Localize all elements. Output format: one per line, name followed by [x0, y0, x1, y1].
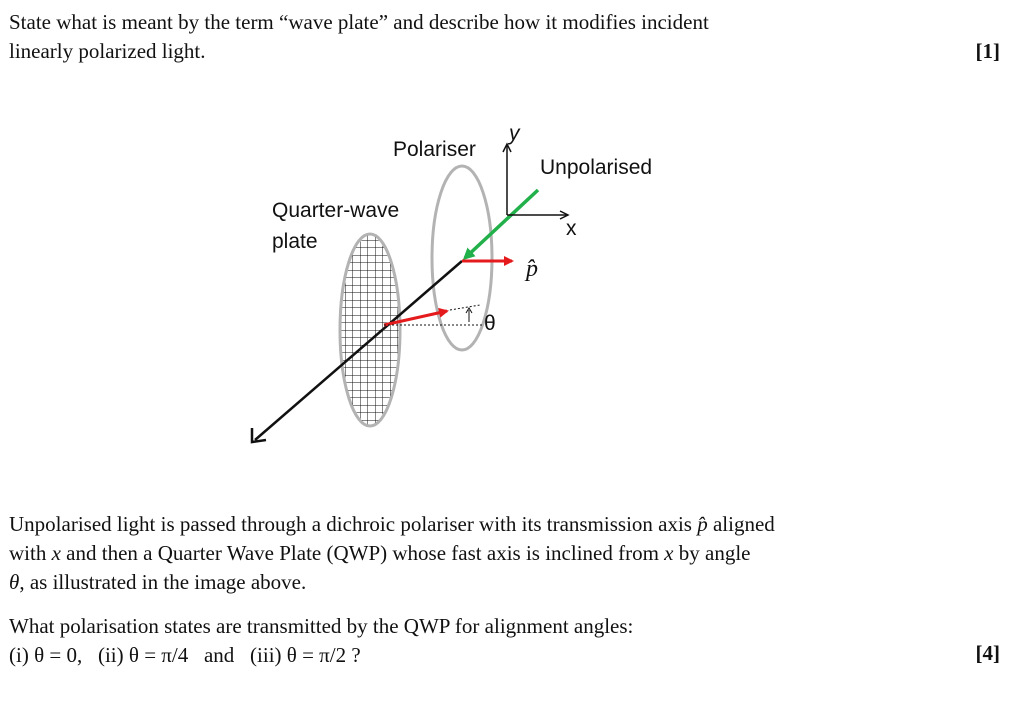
description-line-1-start: Unpolarised light is passed through a di…	[9, 512, 698, 536]
question-2-line-2: (i) θ = 0, (ii) θ = π/4 and (iii) θ = π/…	[9, 643, 361, 667]
question-1-line-2: linearly polarized light.	[9, 39, 206, 63]
description-line-1-end: aligned	[707, 512, 775, 536]
beam-line	[254, 260, 463, 441]
question-1-line-1: State what is meant by the term “wave pl…	[9, 10, 709, 34]
description-text: Unpolarised light is passed through a di…	[9, 510, 929, 597]
question-1-marks: [1]	[975, 39, 1001, 63]
question-1-text: State what is meant by the term “wave pl…	[9, 8, 929, 66]
unpolarised-ray	[462, 188, 540, 261]
label-x-axis: x	[566, 217, 577, 240]
label-plate: plate	[272, 230, 318, 253]
label-quarter-wave: Quarter-wave	[272, 199, 399, 222]
x-symbol-2: x	[664, 541, 674, 565]
description-line-2-middle: and then a Quarter Wave Plate (QWP) whos…	[60, 541, 665, 565]
description-line-3: , as illustrated in the image above.	[19, 570, 307, 594]
p-hat-symbol: p̂	[697, 512, 708, 536]
description-line-2-end: by angle	[673, 541, 751, 565]
quarter-wave-plate	[338, 232, 402, 428]
question-2-line-1: What polarisation states are transmitted…	[9, 614, 634, 638]
x-axis-arrow-icon	[559, 210, 570, 220]
y-axis-arrow-icon	[502, 142, 512, 153]
x-symbol: x	[51, 541, 61, 565]
label-theta: θ	[484, 312, 496, 335]
fast-axis-arrow	[383, 307, 449, 327]
label-unpolarised: Unpolarised	[540, 156, 652, 179]
polariser-ring	[430, 164, 494, 352]
description-line-2-start: with	[9, 541, 52, 565]
label-polariser: Polariser	[393, 138, 476, 161]
theta-symbol: θ	[9, 570, 20, 594]
question-2-text: What polarisation states are transmitted…	[9, 612, 929, 670]
beam-arrowhead-icon	[250, 428, 267, 444]
label-y-axis: y	[507, 122, 521, 145]
question-2-marks: [4]	[975, 641, 1001, 665]
theta-indicator-arrow-icon	[465, 307, 473, 314]
fast-axis-dashed-extension	[449, 304, 481, 311]
label-p-hat: p̂	[524, 256, 538, 282]
